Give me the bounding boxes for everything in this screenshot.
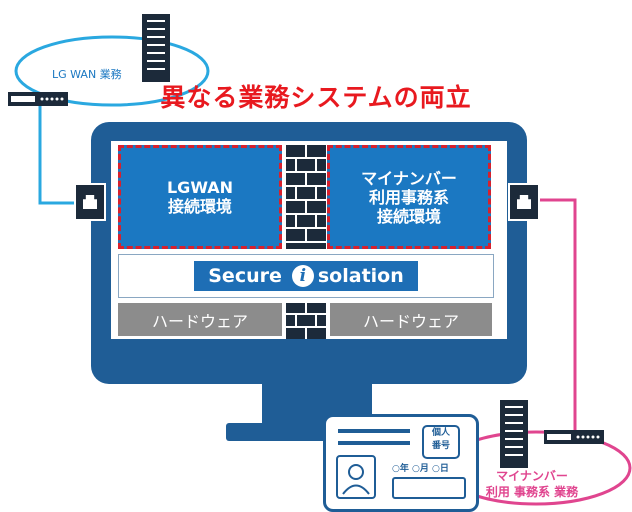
headline: 異なる業務システムの両立	[160, 83, 472, 112]
card-signature-box	[392, 477, 466, 499]
secure-isolation-logo: Secure i solation	[194, 261, 418, 291]
mynumber-label-line2: 利用 事務系 業務	[485, 485, 579, 499]
hardware-right-label: ハードウェア	[362, 311, 459, 331]
lgwan-server-icon	[142, 14, 170, 82]
lan-port-hole-icon	[83, 195, 97, 209]
badge-line1: 個人	[431, 428, 450, 438]
secure-word: Secure	[208, 265, 282, 287]
card-text-line	[338, 441, 410, 445]
card-id-badge: 個人 番号	[422, 425, 460, 459]
lgwan-environment-box: LGWAN 接続環境	[118, 145, 282, 249]
mynumber-line	[538, 198, 577, 438]
firewall-brick-icon	[286, 145, 326, 249]
hardware-right: ハードウェア	[330, 303, 492, 336]
lgwan-environment-label: LGWAN 接続環境	[166, 178, 234, 216]
lgwan-cloud-label: LG WAN 業務	[52, 68, 122, 81]
mynumber-cloud-label: マイナンバー 利用 事務系 業務	[462, 468, 602, 500]
card-date-text: ○年 ○月 ○日	[392, 464, 449, 474]
lgwan-router-icon	[8, 92, 68, 106]
mynumber-port-icon	[508, 183, 540, 221]
secure-isolation-band: Secure i solation	[118, 254, 494, 298]
mynumber-id-card: 個人 番号 ○年 ○月 ○日	[323, 414, 479, 512]
hardware-left-label: ハードウェア	[151, 311, 248, 331]
mynumber-label-line1: マイナンバー	[496, 469, 568, 483]
mynumber-environment-label: マイナンバー 利用事務系 接続環境	[361, 168, 457, 226]
badge-line2: 番号	[431, 441, 450, 451]
isolation-word: solation	[317, 265, 404, 287]
mynumber-environment-box: マイナンバー 利用事務系 接続環境	[327, 145, 491, 249]
firewall-brick-lower-icon	[286, 303, 326, 339]
mynumber-server-icon	[500, 400, 528, 468]
card-text-line	[338, 429, 410, 433]
lan-port-hole-icon	[517, 195, 531, 209]
info-i-icon: i	[291, 265, 314, 287]
lgwan-ellipse	[14, 35, 210, 107]
person-photo-icon	[336, 455, 376, 499]
hardware-left: ハードウェア	[118, 303, 282, 336]
lgwan-port-icon	[74, 183, 106, 221]
mynumber-router-icon	[544, 430, 604, 444]
lgwan-line	[38, 105, 76, 205]
